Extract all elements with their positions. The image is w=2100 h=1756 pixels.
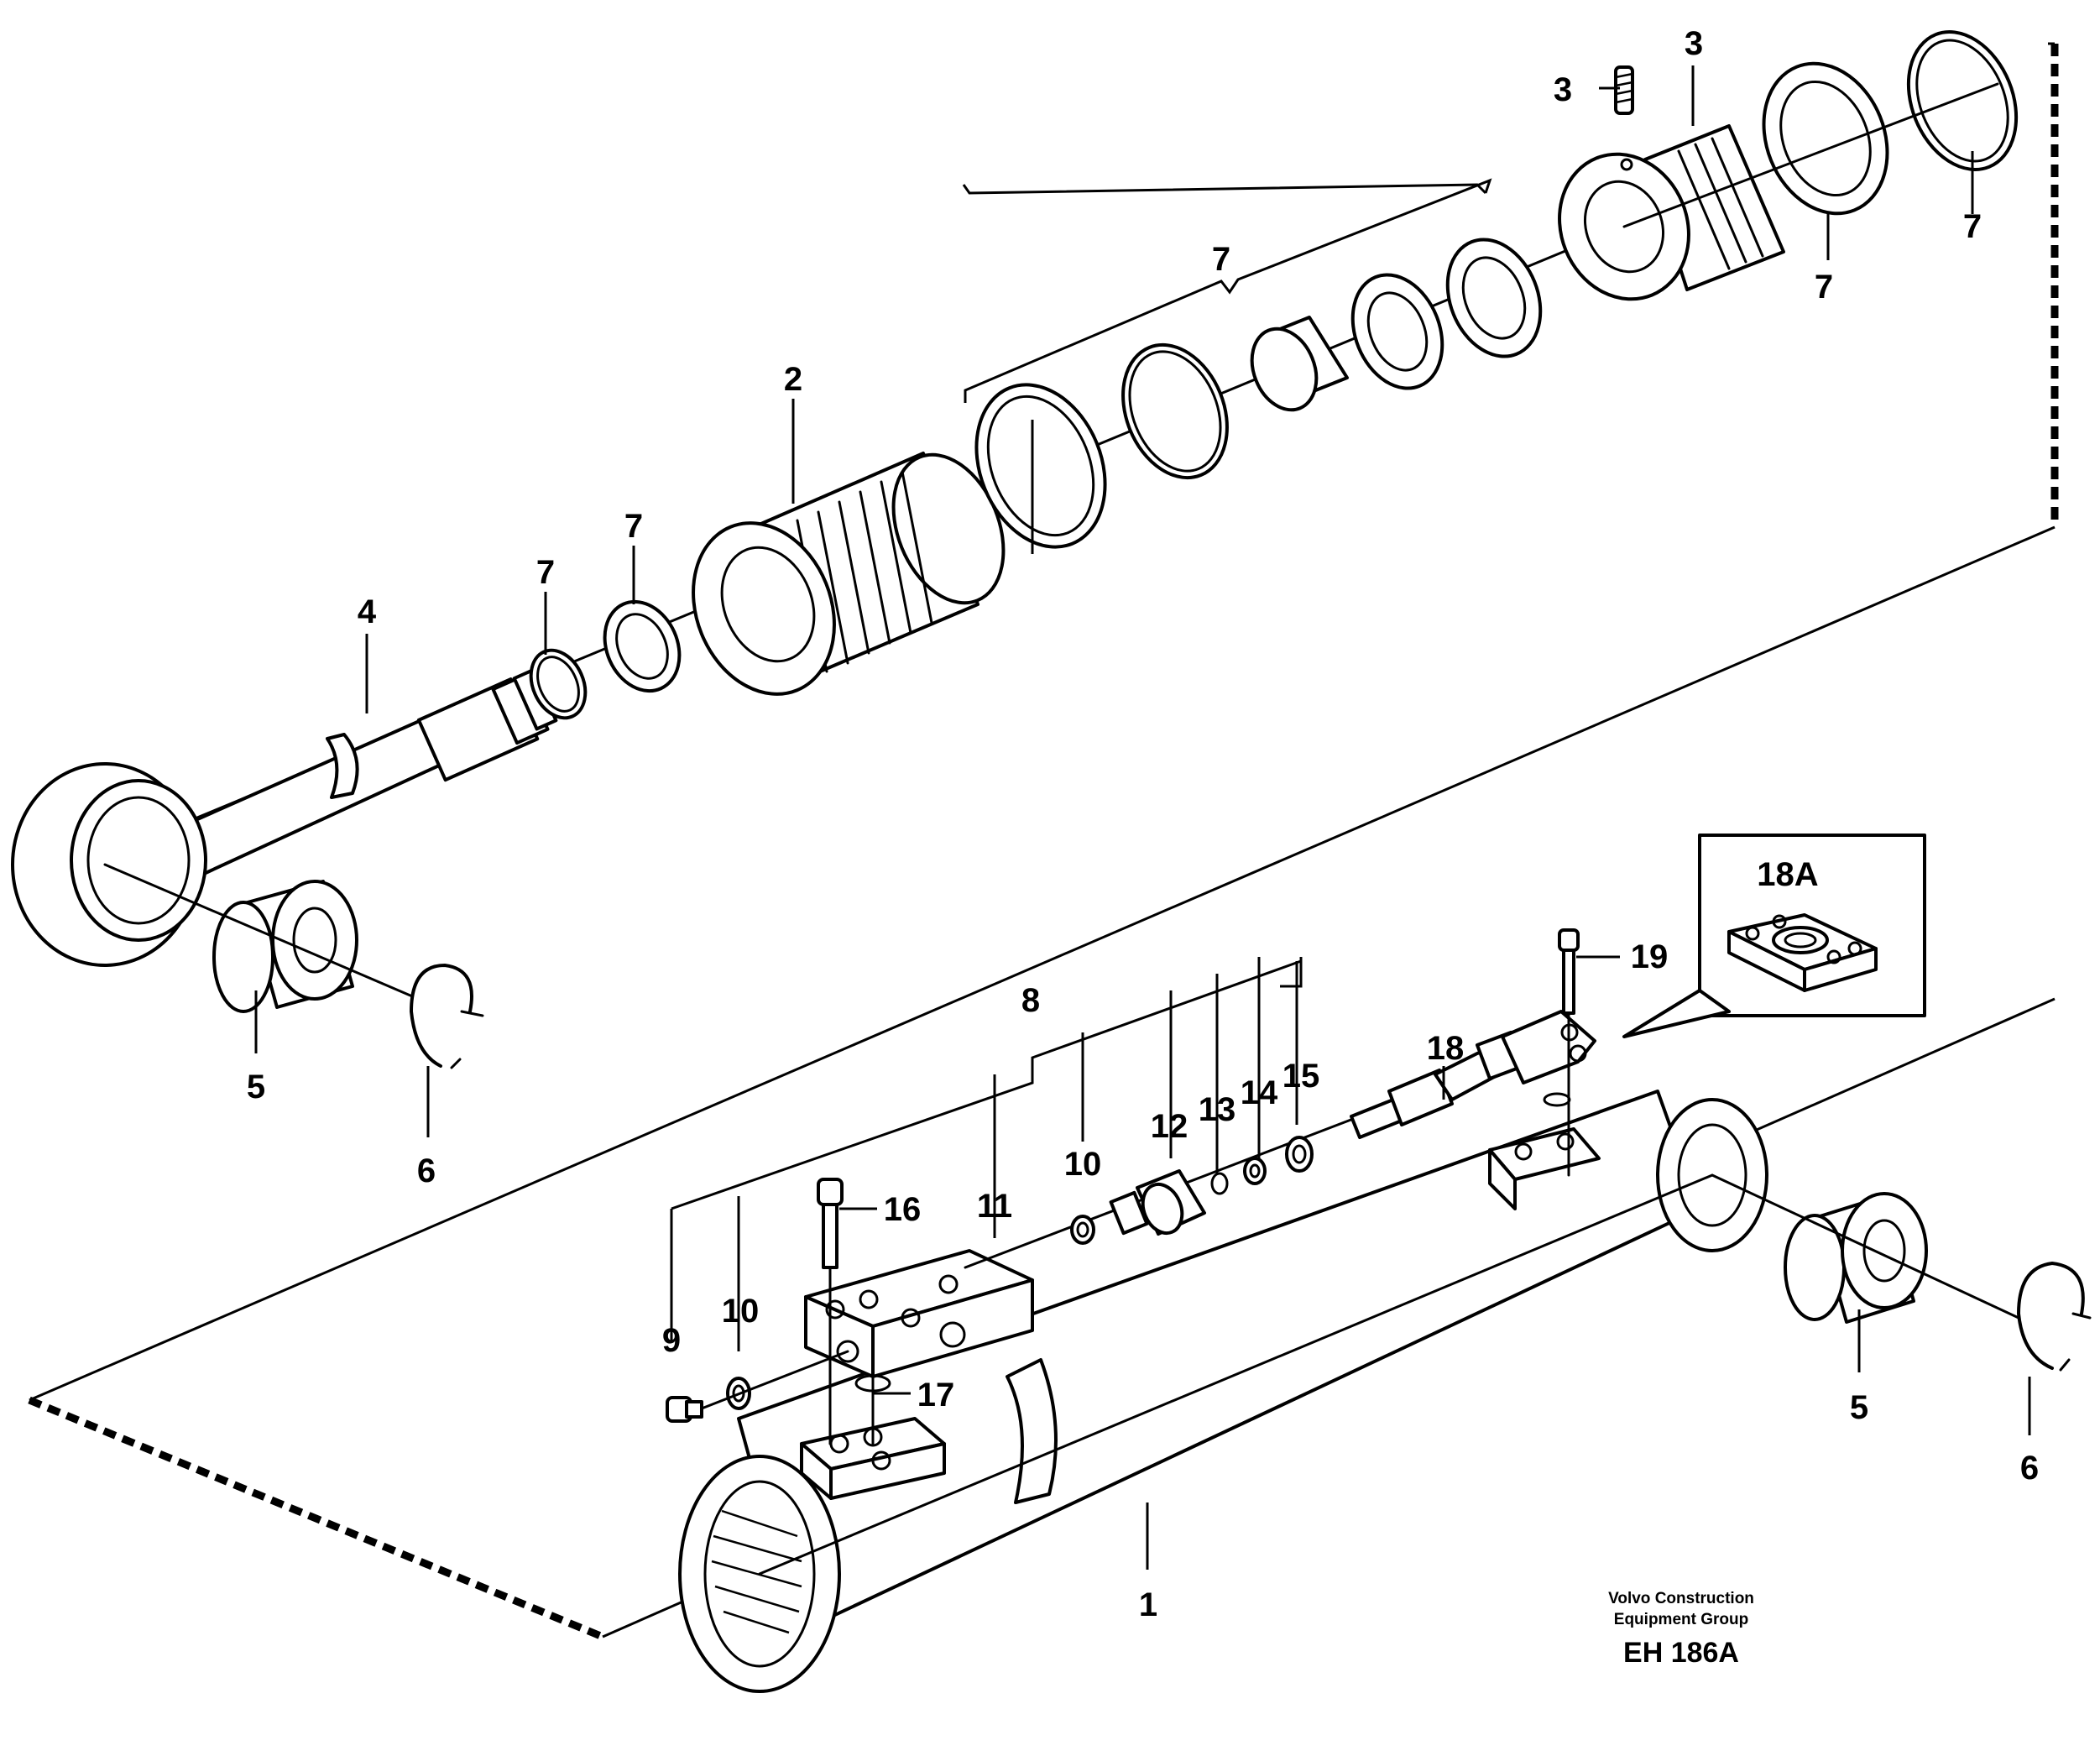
callout-13: 13: [1199, 1091, 1236, 1128]
callout-9: 9: [662, 1322, 681, 1359]
piston-rod: [11, 667, 558, 967]
callout-12: 12: [1151, 1108, 1188, 1145]
callout-6-lower: 6: [2020, 1450, 2039, 1487]
drawing-code: EH 186A: [1623, 1637, 1739, 1669]
leader-lines: [254, 65, 2031, 1570]
brand-line-1: Volvo Construction: [1608, 1590, 1754, 1607]
brand-line-2: Equipment Group: [1614, 1611, 1748, 1628]
title-block: Volvo Construction Equipment Group EH 18…: [1608, 1590, 1754, 1669]
callout-5-upper: 5: [247, 1069, 265, 1105]
lower-bearing-axis: [1711, 1173, 2020, 1320]
o-ring-small: [529, 648, 588, 720]
callout-17: 17: [917, 1377, 955, 1414]
callout-8: 8: [1021, 982, 1040, 1019]
callout-18: 18: [1427, 1030, 1465, 1067]
detail-label: 18A: [1757, 856, 1818, 893]
spherical-bearing-lower: [1784, 1192, 1928, 1324]
callout-2: 2: [784, 361, 802, 398]
callout-14: 14: [1241, 1074, 1278, 1111]
barrel-axis-line: [758, 1173, 1714, 1576]
hose-18: [1350, 1010, 1596, 1139]
washer-10-right: [1070, 1215, 1095, 1245]
set-screw: [1614, 65, 1634, 171]
callout-16: 16: [884, 1191, 922, 1228]
spherical-bearing-upper: [103, 863, 430, 1013]
callout-7-kit: 7: [1212, 241, 1230, 278]
cap-screw-19: [1543, 928, 1580, 1177]
callout-7-head-seal: 7: [1815, 269, 1833, 306]
callout-3-screw: 3: [1554, 71, 1572, 108]
washer-14: [1243, 1157, 1267, 1185]
callout-7-oring: 7: [536, 554, 555, 591]
cap-screw-16: [817, 1178, 844, 1445]
callout-11: 11: [977, 1188, 1012, 1225]
detail-inset-18a: 18A: [1622, 834, 1926, 1038]
seal-ring: [603, 599, 682, 693]
fitting-15: [1285, 1136, 1314, 1173]
head-seal-rings: [1762, 30, 2019, 216]
piston: [692, 452, 1006, 696]
pressure-valve-12: [1109, 1169, 1206, 1236]
callout-5-lower: 5: [1850, 1389, 1868, 1426]
block-axis-line: [700, 1350, 849, 1410]
callout-10-right: 10: [1064, 1146, 1102, 1183]
circlip-upper: [410, 964, 484, 1069]
hose-boss: [1488, 1127, 1601, 1210]
cylinder-barrel: [678, 1090, 1768, 1693]
head-axis-line: [1622, 82, 1999, 228]
callout-7-seal: 7: [624, 508, 643, 545]
valve-block: [804, 1249, 1034, 1378]
circlip-lower: [2017, 1262, 2092, 1372]
callout-6-upper: 6: [417, 1152, 436, 1189]
callout-3-head: 3: [1685, 25, 1703, 62]
callout-19: 19: [1631, 938, 1669, 975]
callout-15: 15: [1282, 1058, 1320, 1095]
callout-4: 4: [358, 593, 377, 630]
o-ring-13: [1210, 1172, 1229, 1195]
callouts: 1 2 3 3 4 5 5 6 6 7 7 7 7 7 8 9 10 10 11…: [247, 25, 2039, 1623]
callout-10-left: 10: [722, 1293, 760, 1330]
plug-9: [666, 1396, 703, 1423]
o-ring-17: [854, 1374, 891, 1445]
seal-kit: [974, 238, 1543, 549]
callout-1: 1: [1139, 1586, 1157, 1623]
cylinder-head: [1558, 124, 1785, 301]
callout-7-head-ring: 7: [1963, 208, 1982, 245]
